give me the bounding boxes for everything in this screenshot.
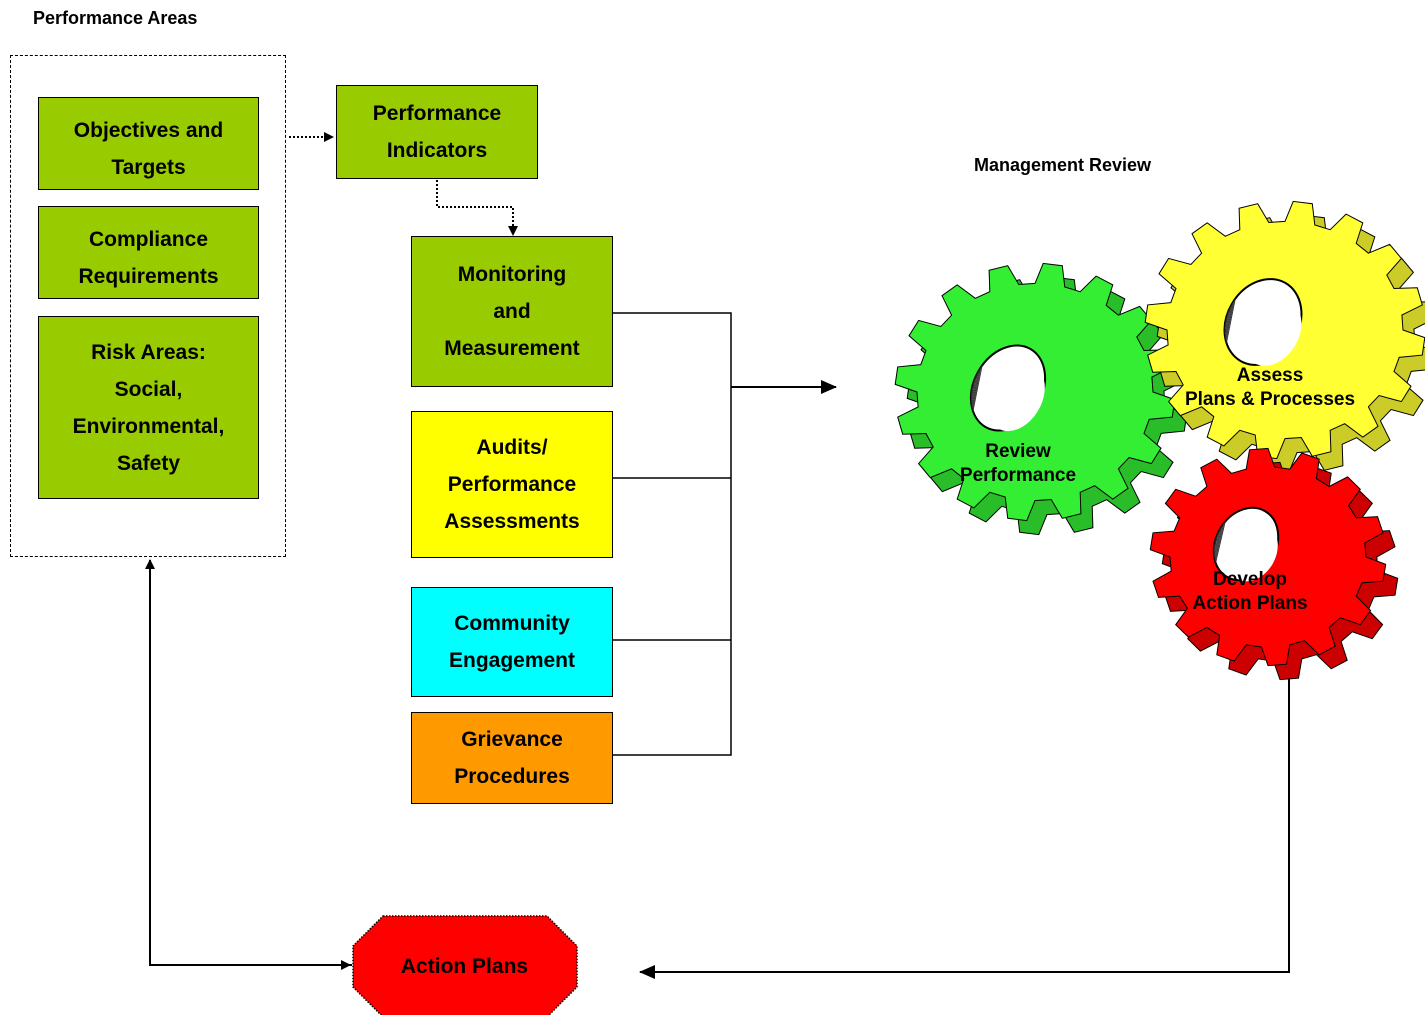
community-engagement-box: Community Engagement: [411, 587, 613, 697]
assess-plans-label: Assess Plans & Processes: [1184, 365, 1356, 410]
monitoring-measurement-box: Monitoring and Measurement: [411, 236, 613, 387]
gear-icon: [1144, 200, 1425, 474]
risk-areas-box: Risk Areas: Social, Environmental, Safet…: [38, 316, 259, 499]
grievance-procedures-box: Grievance Procedures: [411, 712, 613, 804]
objectives-targets-box: Objectives and Targets: [38, 97, 259, 190]
dotted-arrow-to-monitoring: [436, 180, 518, 236]
performance-indicators-box: Performance Indicators: [336, 85, 538, 179]
compliance-requirements-box: Compliance Requirements: [38, 206, 259, 299]
action-plans-label: Action Plans: [400, 954, 529, 978]
performance-areas-group: [10, 55, 286, 557]
arrow-to-action-plans: [639, 662, 1290, 979]
audits-box: Audits/ Performance Assessments: [411, 411, 613, 558]
management-review-heading: Management Review: [974, 155, 1152, 175]
develop-action-plans-label: Develop Action Plans: [1192, 569, 1308, 614]
gear-icon: [894, 262, 1188, 536]
review-performance-label: Review Performance: [959, 441, 1077, 486]
bracket-line: [612, 312, 732, 756]
performance-areas-heading: Performance Areas: [33, 8, 198, 28]
gear-icon: [1149, 447, 1399, 681]
